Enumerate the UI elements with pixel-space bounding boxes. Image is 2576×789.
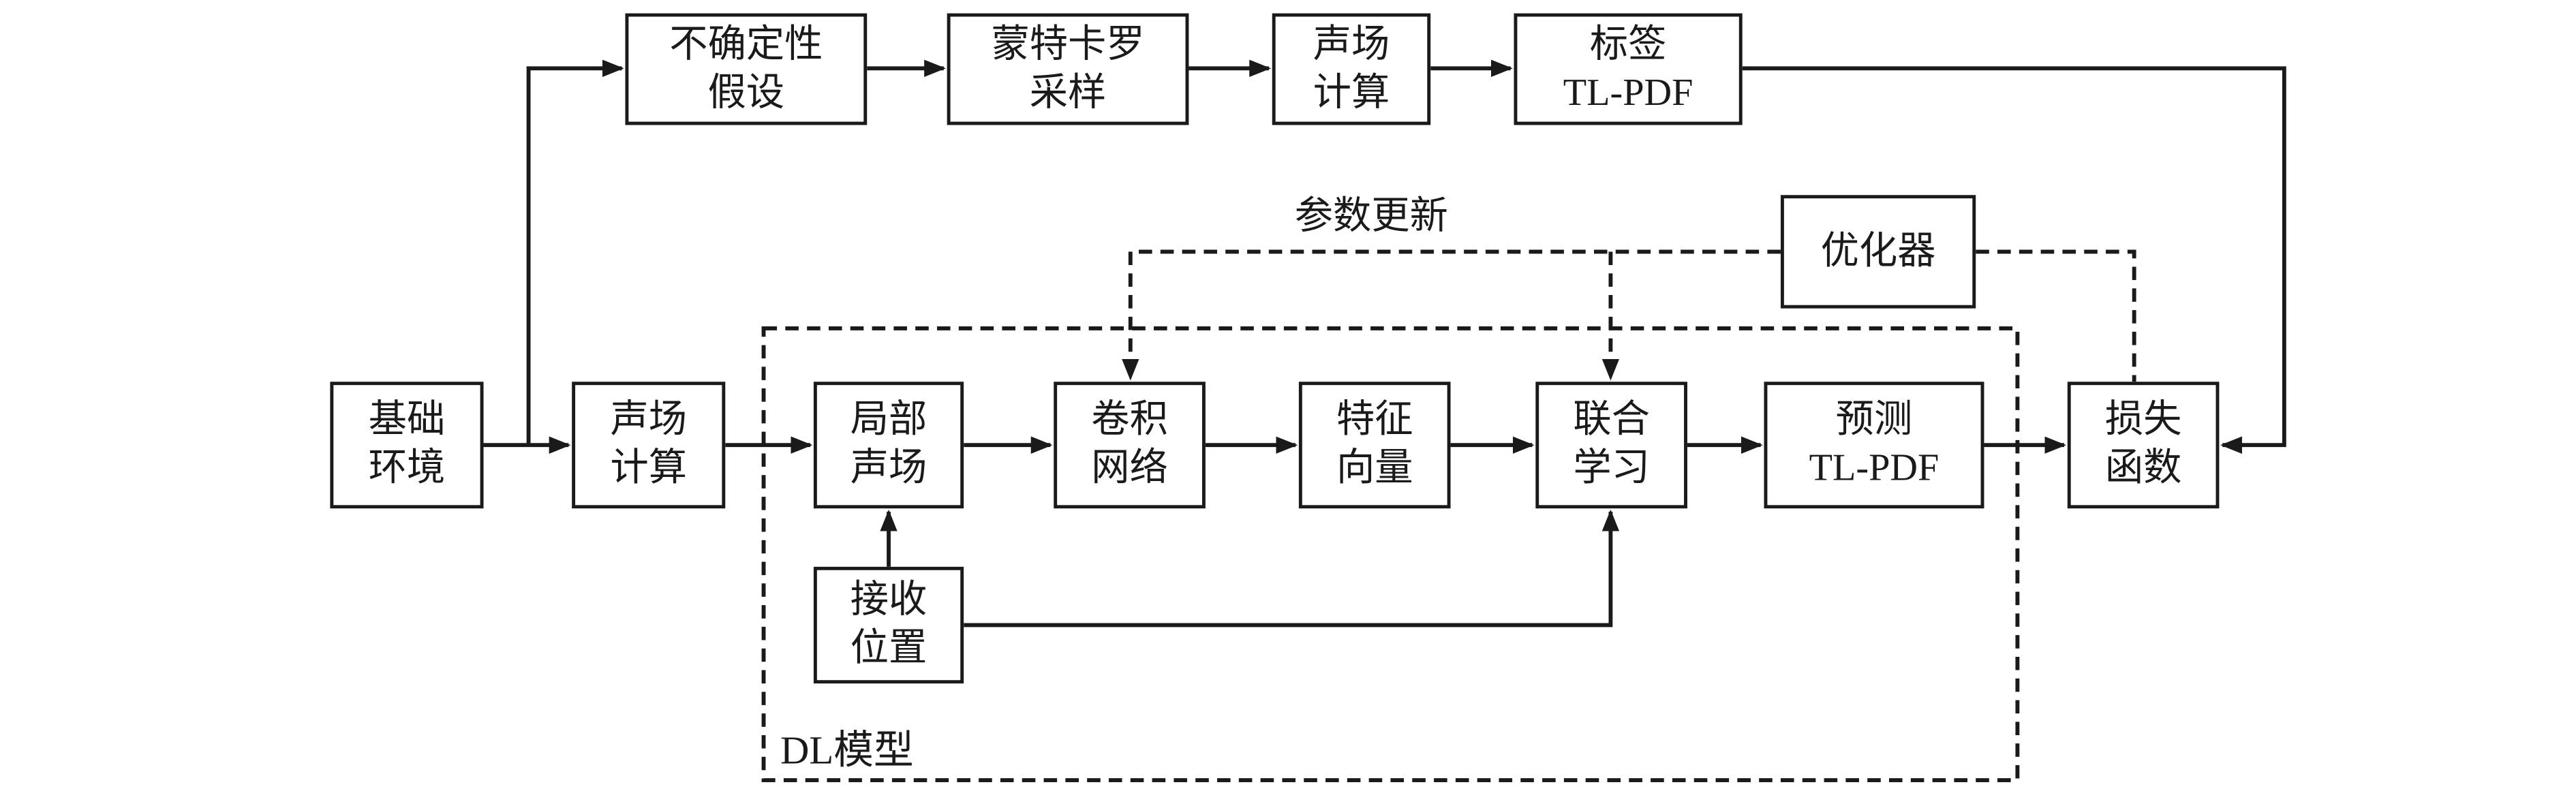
arrow-receiver-to-joint: [964, 509, 1620, 628]
node-feature-vector: 特征 向量: [1298, 382, 1451, 509]
node-conv-network: 卷积 网络: [1054, 382, 1206, 509]
param-update-label: 参数更新: [1294, 195, 1448, 237]
node-receiver-position: 接收 位置: [813, 566, 964, 684]
node-sound-field-calc-top: 声场 计算: [1272, 13, 1431, 125]
dl-model-boundary: [761, 326, 2020, 782]
arrow-label-tlpdf-to-loss: [1742, 66, 2286, 454]
node-uncertainty-assumption: 不确定性 假设: [625, 13, 868, 125]
node-sound-field-calc: 声场 计算: [572, 382, 726, 509]
arrow-branch-to-uncertainty: [526, 59, 624, 446]
dl-model-label: DL模型: [780, 730, 914, 774]
node-joint-learning: 联合 学习: [1535, 382, 1687, 509]
node-monte-carlo-sampling: 蒙特卡罗 采样: [947, 13, 1189, 125]
node-loss-function: 损失 函数: [2067, 382, 2220, 509]
node-optimizer: 优化器: [1780, 195, 1976, 309]
node-predicted-tl-pdf: 预测 TL-PDF: [1764, 382, 1984, 509]
dashed-arrow-optimizer-to-conv: [1122, 249, 1781, 381]
node-label-tl-pdf: 标签 TL-PDF: [1514, 13, 1743, 125]
dashed-line-loss-to-optimizer: [1976, 249, 2136, 382]
node-base-environment: 基础 环境: [330, 382, 484, 509]
node-local-sound-field: 局部 声场: [813, 382, 964, 509]
